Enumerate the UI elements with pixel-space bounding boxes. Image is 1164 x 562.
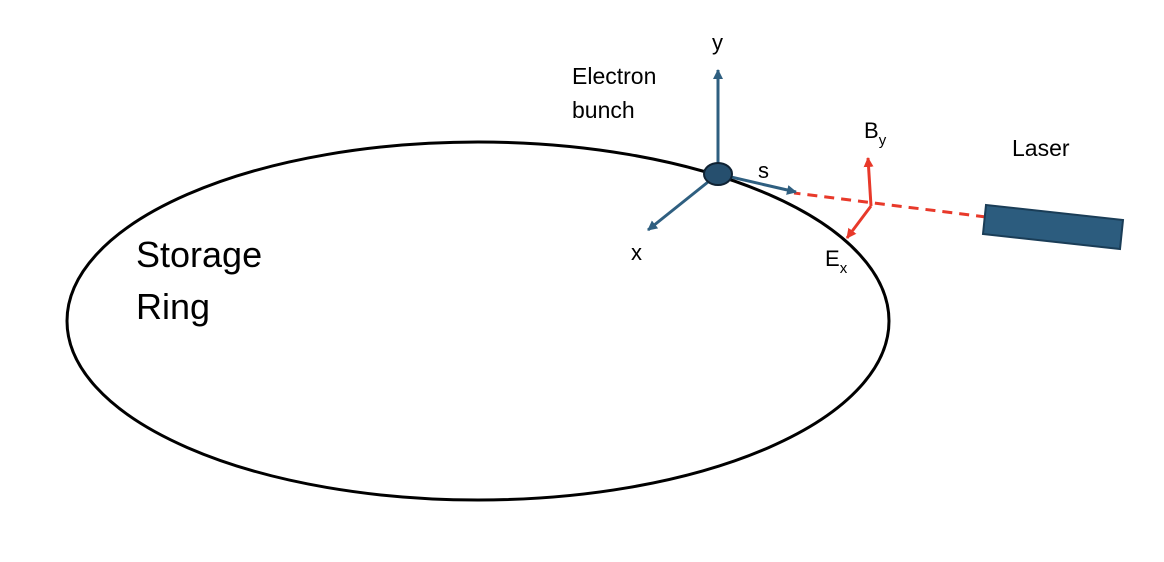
by-field-arrow bbox=[863, 157, 874, 207]
by-field-label: By bbox=[864, 118, 887, 149]
ring-label-line2: Ring bbox=[136, 286, 210, 327]
bunch-label-line2: bunch bbox=[572, 97, 635, 123]
ex-field-main: E bbox=[825, 246, 840, 271]
ex-field-subscript: x bbox=[840, 260, 848, 277]
ex-field-label: Ex bbox=[825, 246, 848, 277]
storage-ring bbox=[65, 140, 891, 502]
ex-field-arrow bbox=[845, 205, 873, 239]
x-axis-arrow bbox=[647, 172, 719, 232]
by-field-subscript: y bbox=[879, 132, 887, 149]
x-axis-label: x bbox=[631, 240, 642, 265]
laser-label: Laser bbox=[1012, 135, 1070, 161]
laser-device bbox=[981, 203, 1125, 251]
ring-label-line1: Storage bbox=[136, 234, 262, 275]
s-axis-label: s bbox=[758, 158, 769, 183]
by-field-main: B bbox=[864, 118, 879, 143]
laser-beam bbox=[793, 191, 987, 219]
electron-bunch bbox=[703, 162, 733, 186]
y-axis-label: y bbox=[712, 30, 723, 55]
bunch-label-line1: Electron bbox=[572, 63, 656, 89]
